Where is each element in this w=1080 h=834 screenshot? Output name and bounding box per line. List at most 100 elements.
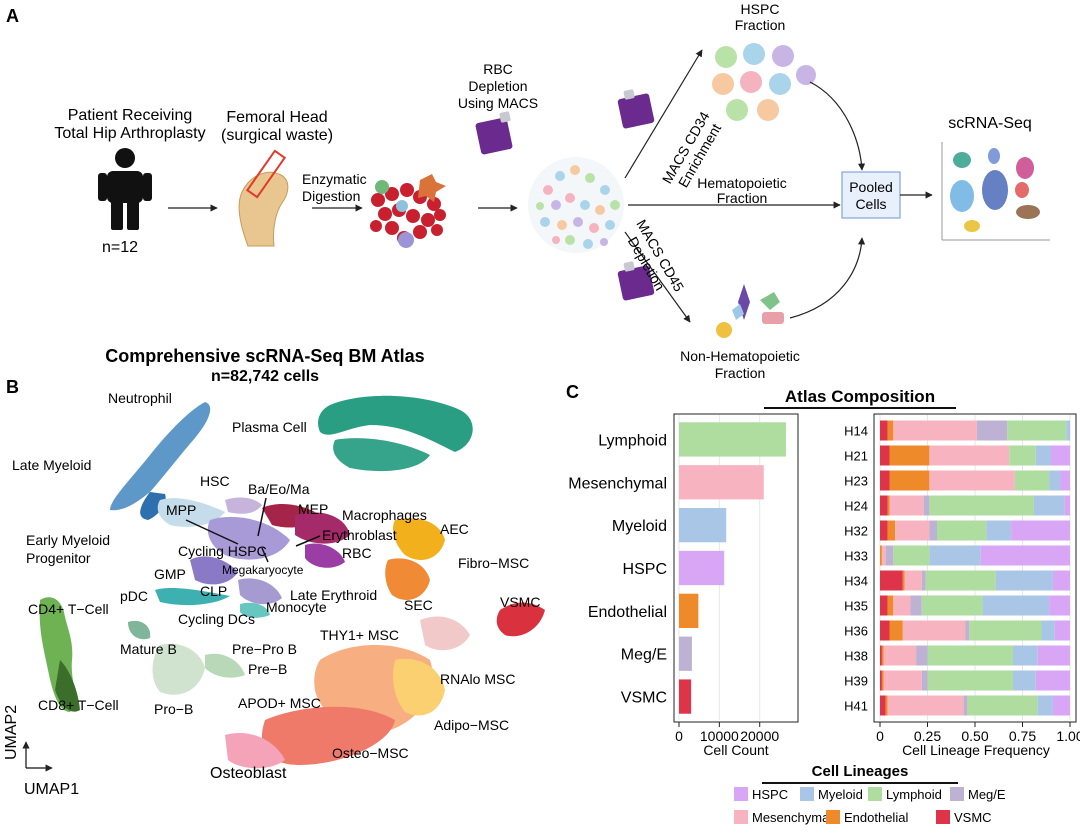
cluster-cycling-dcs — [240, 602, 270, 618]
cell-count-bars — [679, 422, 786, 714]
legend-label: Endothelial — [844, 810, 908, 825]
rbc-depletion-label-2: Depletion — [468, 78, 527, 94]
hematopoietic-label-2: Fraction — [717, 190, 768, 206]
frequency-segment — [902, 570, 905, 591]
frequency-segment — [880, 495, 888, 516]
atlas-title: Comprehensive scRNA-Seq BM Atlas — [105, 346, 424, 366]
label-hsc: HSC — [200, 473, 230, 489]
label-fibro-msc: Fibro−MSC — [458, 555, 529, 571]
patient-count: n=12 — [102, 239, 138, 256]
cluster-early-myeloid — [157, 498, 225, 527]
rbc-depletion-label-3: Using MACS — [458, 95, 538, 111]
frequency-segment — [880, 570, 903, 591]
cluster-gmp — [190, 556, 238, 585]
frequency-segment — [929, 520, 937, 541]
sample-label: H41 — [844, 699, 868, 714]
frequency-segment — [1049, 595, 1070, 616]
frequency-segment — [893, 545, 930, 566]
cell-count-categories: LymphoidMesenchymalMyeloidHSPCEndothelia… — [568, 432, 667, 706]
frequency-segment — [885, 545, 894, 566]
frequency-segment — [904, 570, 922, 591]
hspc-fraction-label-1: HSPC — [741, 1, 780, 17]
arrow-hspc-to-pooled — [809, 81, 866, 171]
legend-title: Cell Lineages — [812, 763, 909, 780]
frequency-segment — [967, 695, 1038, 716]
label-cd8-t-cell: CD8+ T−Cell — [38, 697, 119, 713]
frequency-segment — [880, 595, 888, 616]
arrow-cd34 — [624, 49, 703, 179]
label-rnalo-msc: RNAlo MSC — [440, 671, 515, 687]
label-osteo-msc: Osteo−MSC — [332, 745, 409, 761]
cluster-monocyte — [238, 578, 282, 605]
legend-label: VSMC — [954, 810, 992, 825]
frequency-segment — [1052, 695, 1070, 716]
frequency-segment — [929, 470, 1015, 491]
frequency-segment — [965, 620, 970, 641]
label-ba-eo-ma: Ba/Eo/Ma — [248, 481, 310, 497]
frequency-segment — [880, 445, 890, 466]
legend-label: Mesenchymal — [752, 810, 832, 825]
femoral-head-icon — [238, 149, 289, 247]
cluster-hsc — [225, 497, 262, 514]
mixed-cells-icon — [528, 157, 624, 253]
cluster-neutrophil — [110, 402, 211, 511]
frequency-segment — [881, 645, 884, 666]
hspc-cells-icon — [712, 43, 816, 121]
frequency-segment — [880, 645, 882, 666]
frequency-segment — [927, 645, 1013, 666]
cell-count-bar — [679, 422, 786, 457]
cell-count-bar — [679, 636, 692, 671]
frequency-segment — [1035, 670, 1070, 691]
cluster-mature-b — [128, 620, 151, 640]
frequency-segment — [1041, 620, 1055, 641]
scrna-mini-umap-icon — [941, 142, 1050, 241]
umap-axes — [22, 741, 53, 772]
frequency-segment — [902, 620, 966, 641]
label-sec: SEC — [404, 597, 433, 613]
label-neutrophil: Neutrophil — [108, 390, 172, 406]
legend-swatch — [734, 787, 748, 801]
pooled-label-1: Pooled — [849, 179, 893, 195]
frequency-segment — [929, 495, 1034, 516]
frequency-segment — [880, 620, 890, 641]
label-apod-msc: APOD+ MSC — [238, 695, 321, 711]
pooled-label-2: Cells — [855, 196, 886, 212]
frequency-segment — [880, 470, 890, 491]
frequency-tick-label: 0.25 — [914, 728, 941, 744]
label-early-myeloid-2: Progenitor — [26, 550, 91, 566]
cell-count-bar — [679, 550, 725, 586]
sample-label: H21 — [844, 449, 868, 464]
frequency-segment — [887, 595, 894, 616]
hspc-fraction-label-2: Fraction — [735, 17, 786, 33]
rbc-cluster-icon — [370, 174, 446, 248]
panel-a-letter: A — [6, 6, 19, 26]
cluster-late-myeloid — [140, 492, 166, 520]
label-pre-pro-b: Pre−Pro B — [232, 641, 297, 657]
frequency-segment — [927, 670, 1013, 691]
frequency-segment — [887, 495, 890, 516]
cluster-pro-b — [152, 643, 205, 695]
cluster-cd8-t — [55, 660, 80, 712]
label-mep: MEP — [298, 501, 328, 517]
label-early-myeloid-1: Early Myeloid — [26, 532, 110, 548]
frequency-segment — [1037, 695, 1053, 716]
cell-count-category-label: Myeloid — [612, 518, 667, 535]
non-hematopoietic-cells-icon — [716, 284, 784, 338]
sample-label: H14 — [844, 424, 868, 439]
frequency-segment — [986, 520, 1012, 541]
atlas-subtitle: n=82,742 cells — [211, 368, 319, 385]
arrow-nonhemato-to-pooled — [789, 237, 866, 319]
frequency-segment — [976, 420, 1008, 441]
legend-label: Myeloid — [818, 787, 863, 802]
cell-count-bar — [679, 679, 692, 714]
frequency-tick-label: 1.00 — [1056, 728, 1080, 744]
frequency-segment — [1049, 470, 1061, 491]
label-cycling-dcs: Cycling DCs — [178, 611, 255, 627]
frequency-segment — [889, 620, 903, 641]
cell-count-category-label: HSPC — [623, 561, 667, 578]
macs-column-icon — [475, 111, 513, 155]
femoral-label-1: Femoral Head — [226, 109, 327, 126]
sample-label: H39 — [844, 674, 868, 689]
label-cycling-hspc: Cycling HSPC — [178, 543, 267, 559]
